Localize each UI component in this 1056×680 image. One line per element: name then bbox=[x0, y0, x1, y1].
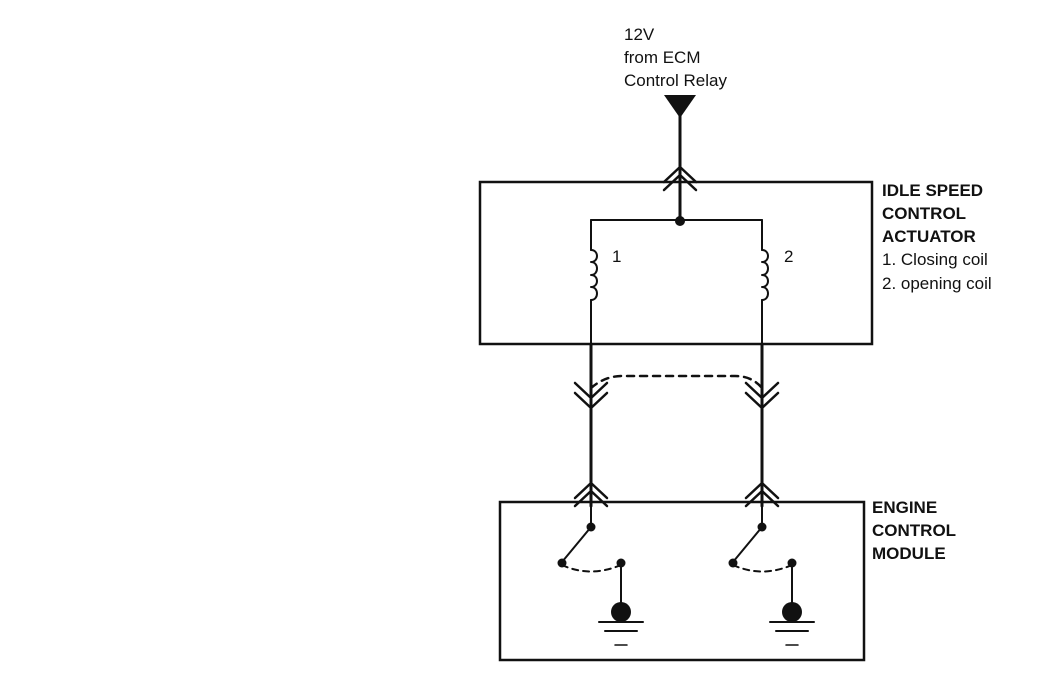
ecm-title-line3: MODULE bbox=[872, 544, 946, 563]
ecm-driver-switch-left bbox=[557, 505, 644, 646]
actuator-title-line1: IDLE SPEED bbox=[882, 181, 983, 200]
actuator-title-line2: CONTROL bbox=[882, 204, 966, 223]
supply-source-symbol bbox=[664, 95, 696, 118]
ground-icon-right bbox=[769, 621, 815, 646]
supply-wire bbox=[662, 114, 698, 222]
actuator-title-line3: ACTUATOR bbox=[882, 227, 976, 246]
harness-wires bbox=[573, 342, 780, 508]
closing-coil-symbol bbox=[590, 249, 598, 301]
coil-2-label: 2 bbox=[784, 247, 793, 266]
connector-mid-right bbox=[744, 381, 780, 400]
connector-mid-left bbox=[573, 381, 609, 400]
actuator-internal-wiring bbox=[590, 216, 763, 345]
supply-label-line1: 12V bbox=[624, 25, 655, 44]
ecm-title-line1: ENGINE bbox=[872, 498, 937, 517]
ecm-box bbox=[498, 500, 866, 662]
ecm-title-line2: CONTROL bbox=[872, 521, 956, 540]
actuator-junction-dot bbox=[675, 216, 685, 226]
supply-label: 12V from ECM Control Relay bbox=[624, 25, 727, 90]
supply-label-line2: from ECM bbox=[624, 48, 701, 67]
actuator-title: IDLE SPEED CONTROL ACTUATOR 1. Closing c… bbox=[882, 181, 992, 293]
ground-node-left bbox=[611, 602, 631, 622]
actuator-legend-opening: 2. opening coil bbox=[882, 274, 992, 293]
supply-label-line3: Control Relay bbox=[624, 71, 727, 90]
shield-dashed-link bbox=[589, 374, 764, 390]
connector-ecm-right bbox=[744, 481, 780, 500]
ground-icon-left bbox=[598, 621, 644, 646]
ecm-driver-switch-right bbox=[728, 505, 815, 646]
connector-ecm-left bbox=[573, 481, 609, 500]
ecm-title: ENGINE CONTROL MODULE bbox=[872, 498, 956, 563]
coil-1-label: 1 bbox=[612, 247, 621, 266]
opening-coil-symbol bbox=[761, 249, 769, 301]
actuator-legend-closing: 1. Closing coil bbox=[882, 250, 988, 269]
ground-node-right bbox=[782, 602, 802, 622]
actuator-box bbox=[478, 180, 874, 346]
